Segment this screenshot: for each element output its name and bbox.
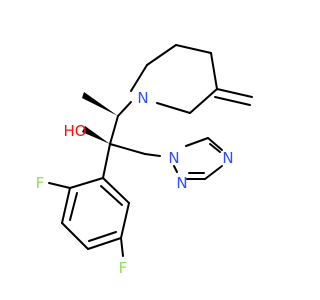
wedge-bonds [82,92,118,144]
bond [61,222,89,250]
atom-label-triazole-n1: N [168,149,179,167]
bond [209,143,221,153]
bond [204,165,223,180]
bond [120,202,130,239]
atom-label-fluorine-ortho: F [36,174,45,192]
bond [88,231,117,242]
bond [61,187,71,224]
bond [102,177,130,204]
bond [214,96,251,106]
bond [207,137,223,151]
bond [117,101,132,117]
atom-label-hydroxyl: HO [63,122,86,140]
bond [102,143,111,179]
bond [109,143,146,155]
bond [210,52,218,90]
wedge-bond-methyl [82,92,118,116]
bond [130,64,148,92]
bond [120,237,124,257]
bond [146,44,177,66]
molecular-structure-diagram: HO N N N N F F [36,44,253,277]
bond [144,153,161,157]
bond [69,177,104,189]
atom-label-piperidine-nitrogen: N [137,89,148,107]
wedge-bond-hydroxyl [82,126,110,144]
bonds [48,44,253,257]
bond [175,44,212,54]
bond [69,192,78,221]
bond [109,115,119,145]
bond [173,165,178,173]
bond [156,102,191,114]
bond [48,182,71,189]
atom-labels: HO N N N N F F [36,89,234,277]
bond [189,88,218,114]
atom-label-triazole-n4: N [222,149,233,167]
bond [100,185,123,206]
bond [216,88,253,98]
atom-label-fluorine-para: F [119,259,128,277]
bond [87,237,122,250]
bond [185,137,209,147]
atom-label-triazole-n2: N [176,174,187,192]
